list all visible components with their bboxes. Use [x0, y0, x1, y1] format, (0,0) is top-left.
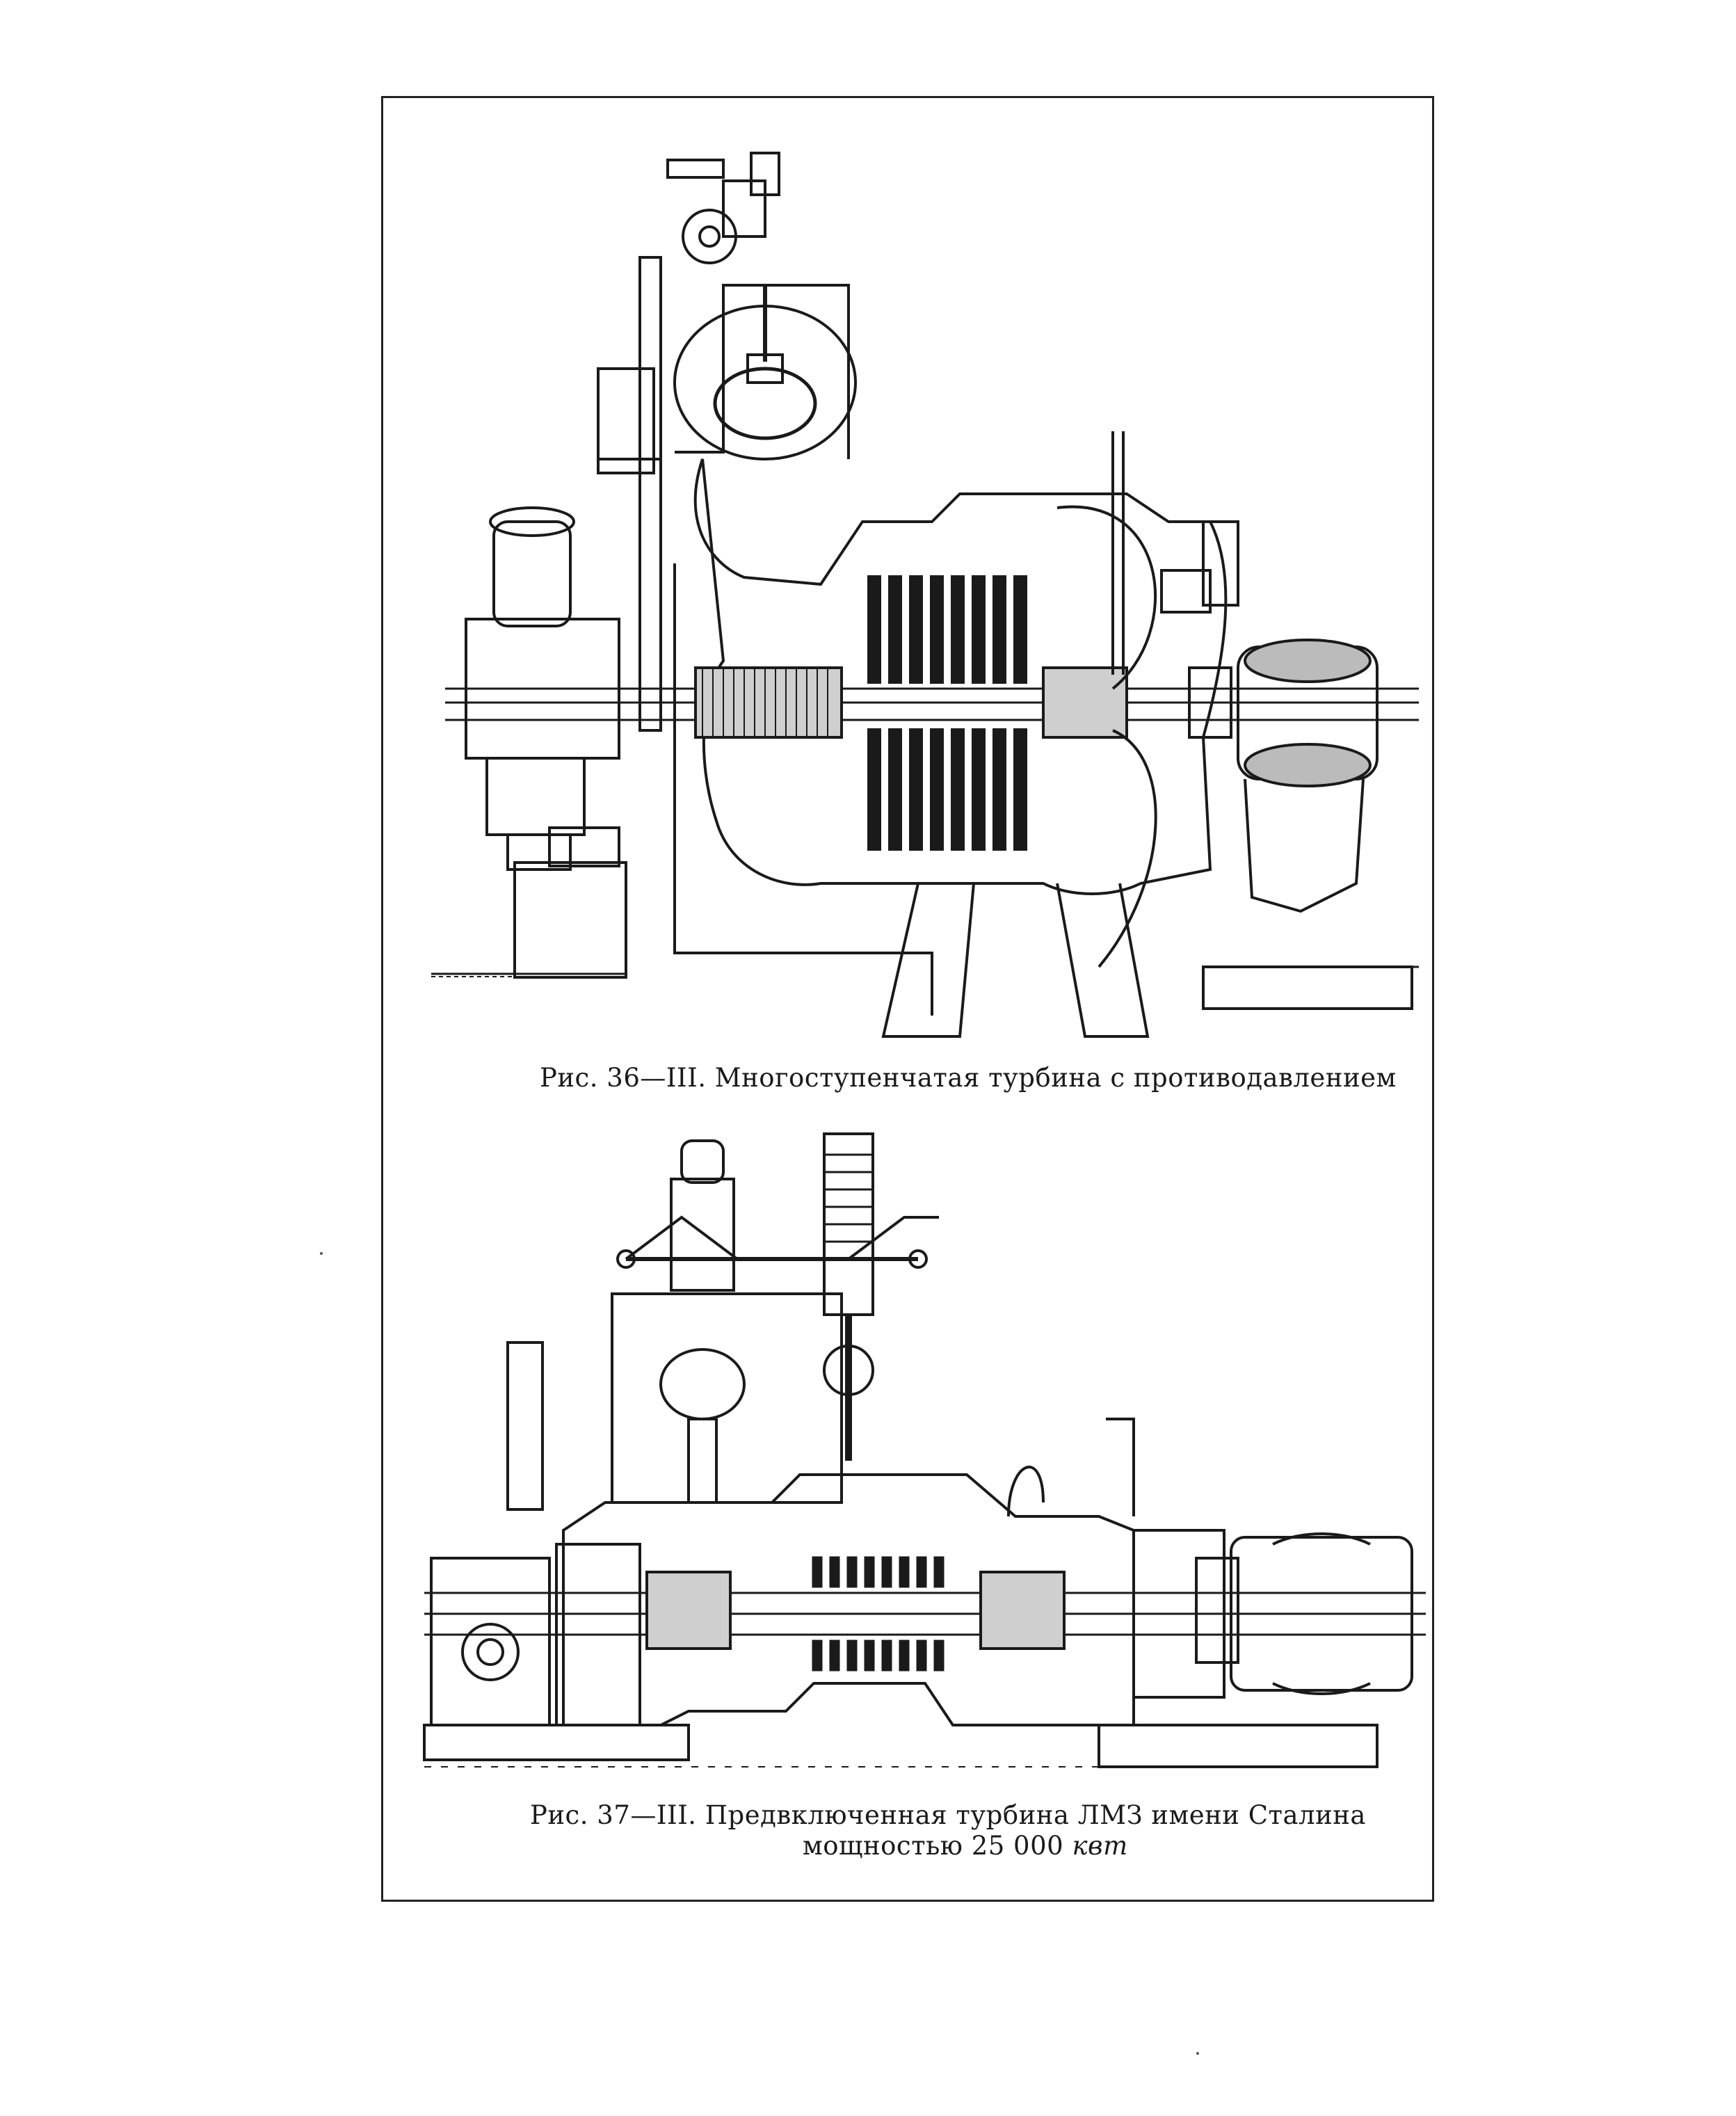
scan-speck: [1196, 2052, 1199, 2055]
scan-speck: [320, 1252, 323, 1255]
page-border: [381, 96, 1434, 1902]
figure-36-caption: Рис. 36—III. Многоступенчатая турбина с …: [540, 1063, 1397, 1093]
figure-36-turbine-drawing: [431, 132, 1419, 1043]
caption-power-value: мощностью 25 000: [803, 1831, 1064, 1861]
figure-37-turbine-drawing: [396, 1113, 1426, 1809]
caption-power-unit: квт: [1072, 1831, 1128, 1861]
figure-37-caption-line2: мощностью 25 000 квт: [803, 1831, 1128, 1861]
figure-37-caption-line1: Рис. 37—III. Предвключенная турбина ЛМЗ …: [530, 1800, 1366, 1830]
